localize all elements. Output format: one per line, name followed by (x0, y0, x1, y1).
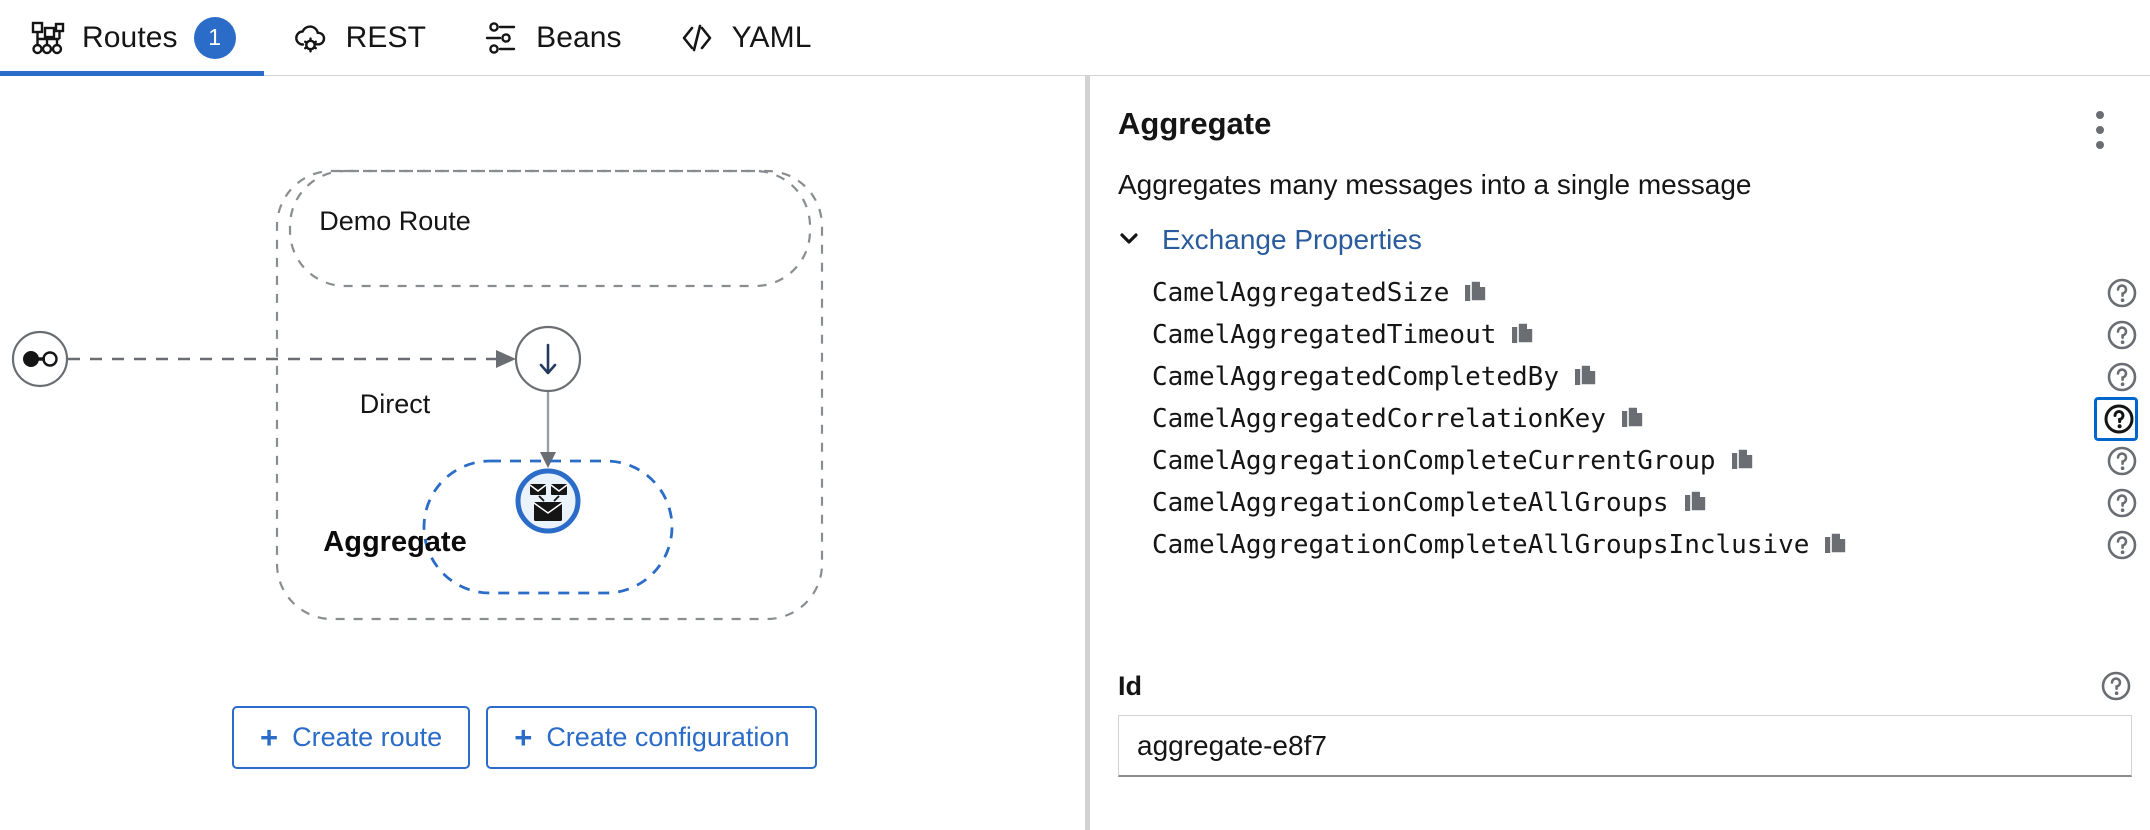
plus-icon: + (514, 720, 533, 755)
create-configuration-button[interactable]: + Create configuration (486, 706, 818, 769)
copy-icon[interactable] (1683, 489, 1709, 517)
property-row: CamelAggregatedCorrelationKey (1152, 396, 2139, 442)
id-field-label: Id (1118, 670, 1142, 701)
create-route-label: Create route (292, 722, 443, 752)
property-row: CamelAggregatedCompletedBy (1152, 356, 2137, 398)
copy-icon[interactable] (1823, 531, 1849, 559)
aggregate-node-label: Aggregate (323, 526, 467, 558)
panel-title: Aggregate (1118, 106, 1272, 141)
property-name: CamelAggregationCompleteAllGroups (1152, 488, 1669, 518)
help-circle-icon[interactable] (2106, 277, 2138, 309)
property-row: CamelAggregationCompleteCurrentGroup (1152, 440, 2137, 482)
property-name: CamelAggregatedSize (1152, 278, 1450, 308)
copy-icon[interactable] (1573, 363, 1599, 391)
property-name: CamelAggregatedCorrelationKey (1152, 404, 1606, 434)
kebab-menu-icon[interactable] (2080, 106, 2120, 154)
panel-description: Aggregates many messages into a single m… (1118, 169, 1752, 200)
help-circle-icon[interactable] (2100, 670, 2132, 702)
exchange-properties-toggle[interactable]: Exchange Properties (1118, 224, 1422, 256)
tab-yaml[interactable]: YAML (650, 0, 840, 76)
property-name: CamelAggregationCompleteAllGroupsInclusi… (1152, 530, 1810, 560)
tab-routes[interactable]: Routes 1 (0, 0, 264, 76)
help-circle-icon[interactable] (2106, 529, 2138, 561)
tab-routes-badge: 1 (193, 16, 236, 59)
help-icon-wrap[interactable] (2094, 271, 2138, 315)
route-diagram: Demo Route Direct Aggregate + Create rou… (0, 76, 1085, 830)
help-icon-wrap[interactable] (2094, 439, 2138, 483)
help-icon-wrap-focused[interactable] (2093, 396, 2139, 442)
route-canvas[interactable]: Demo Route Direct Aggregate + Create rou… (0, 76, 1085, 830)
rest-cloud-icon (292, 19, 330, 57)
panel-header: Aggregate (1118, 106, 2122, 154)
plus-icon: + (260, 720, 279, 755)
help-circle-icon[interactable] (2106, 445, 2138, 477)
beans-sliders-icon (482, 19, 520, 57)
id-input[interactable] (1118, 715, 2132, 777)
help-circle-icon[interactable] (2106, 319, 2138, 351)
tab-routes-label: Routes (82, 20, 178, 54)
properties-panel: Aggregate Aggregates many messages into … (1090, 76, 2150, 830)
help-icon-wrap[interactable] (2094, 523, 2138, 567)
property-row: CamelAggregatedTimeout (1152, 314, 2137, 356)
id-field-block: Id (1118, 666, 2132, 777)
tab-beans-label: Beans (536, 20, 622, 54)
code-brackets-icon (678, 19, 716, 57)
help-icon-wrap[interactable] (2094, 313, 2138, 357)
property-name: CamelAggregatedTimeout (1152, 320, 1497, 350)
chevron-down-icon (1118, 227, 1140, 253)
exchange-properties-list: CamelAggregatedSize Camel (1152, 272, 2139, 566)
property-row: CamelAggregationCompleteAllGroups (1152, 482, 2137, 524)
tab-yaml-label: YAML (731, 20, 812, 54)
help-icon-wrap[interactable] (2094, 481, 2138, 525)
create-configuration-label: Create configuration (546, 722, 790, 752)
help-circle-icon[interactable] (2103, 403, 2135, 435)
route-title: Demo Route (319, 206, 471, 236)
help-circle-icon[interactable] (2106, 361, 2138, 393)
property-name: CamelAggregationCompleteCurrentGroup (1152, 446, 1716, 476)
diagram-svg (11, 169, 824, 621)
id-field-header: Id (1118, 666, 2132, 706)
routes-icon (28, 19, 66, 57)
exchange-properties-label: Exchange Properties (1162, 224, 1422, 255)
copy-icon[interactable] (1510, 321, 1536, 349)
panel-resize-handle[interactable] (1085, 76, 1090, 830)
help-circle-icon[interactable] (2106, 487, 2138, 519)
tab-beans[interactable]: Beans (454, 0, 650, 76)
tab-rest[interactable]: REST (264, 0, 454, 76)
property-row: CamelAggregatedSize (1152, 272, 2137, 314)
main-tab-bar: Routes 1 REST Beans (0, 0, 2150, 76)
property-row: CamelAggregationCompleteAllGroupsInclusi… (1152, 524, 2137, 566)
direct-node-label: Direct (359, 389, 431, 419)
canvas-actions: + Create route + Create configuration (232, 706, 818, 769)
property-name: CamelAggregatedCompletedBy (1152, 362, 1559, 392)
copy-icon[interactable] (1463, 279, 1489, 307)
tab-rest-label: REST (345, 20, 427, 54)
create-route-button[interactable]: + Create route (232, 706, 471, 769)
help-icon-wrap[interactable] (2094, 355, 2138, 399)
copy-icon[interactable] (1620, 405, 1646, 433)
copy-icon[interactable] (1730, 447, 1756, 475)
